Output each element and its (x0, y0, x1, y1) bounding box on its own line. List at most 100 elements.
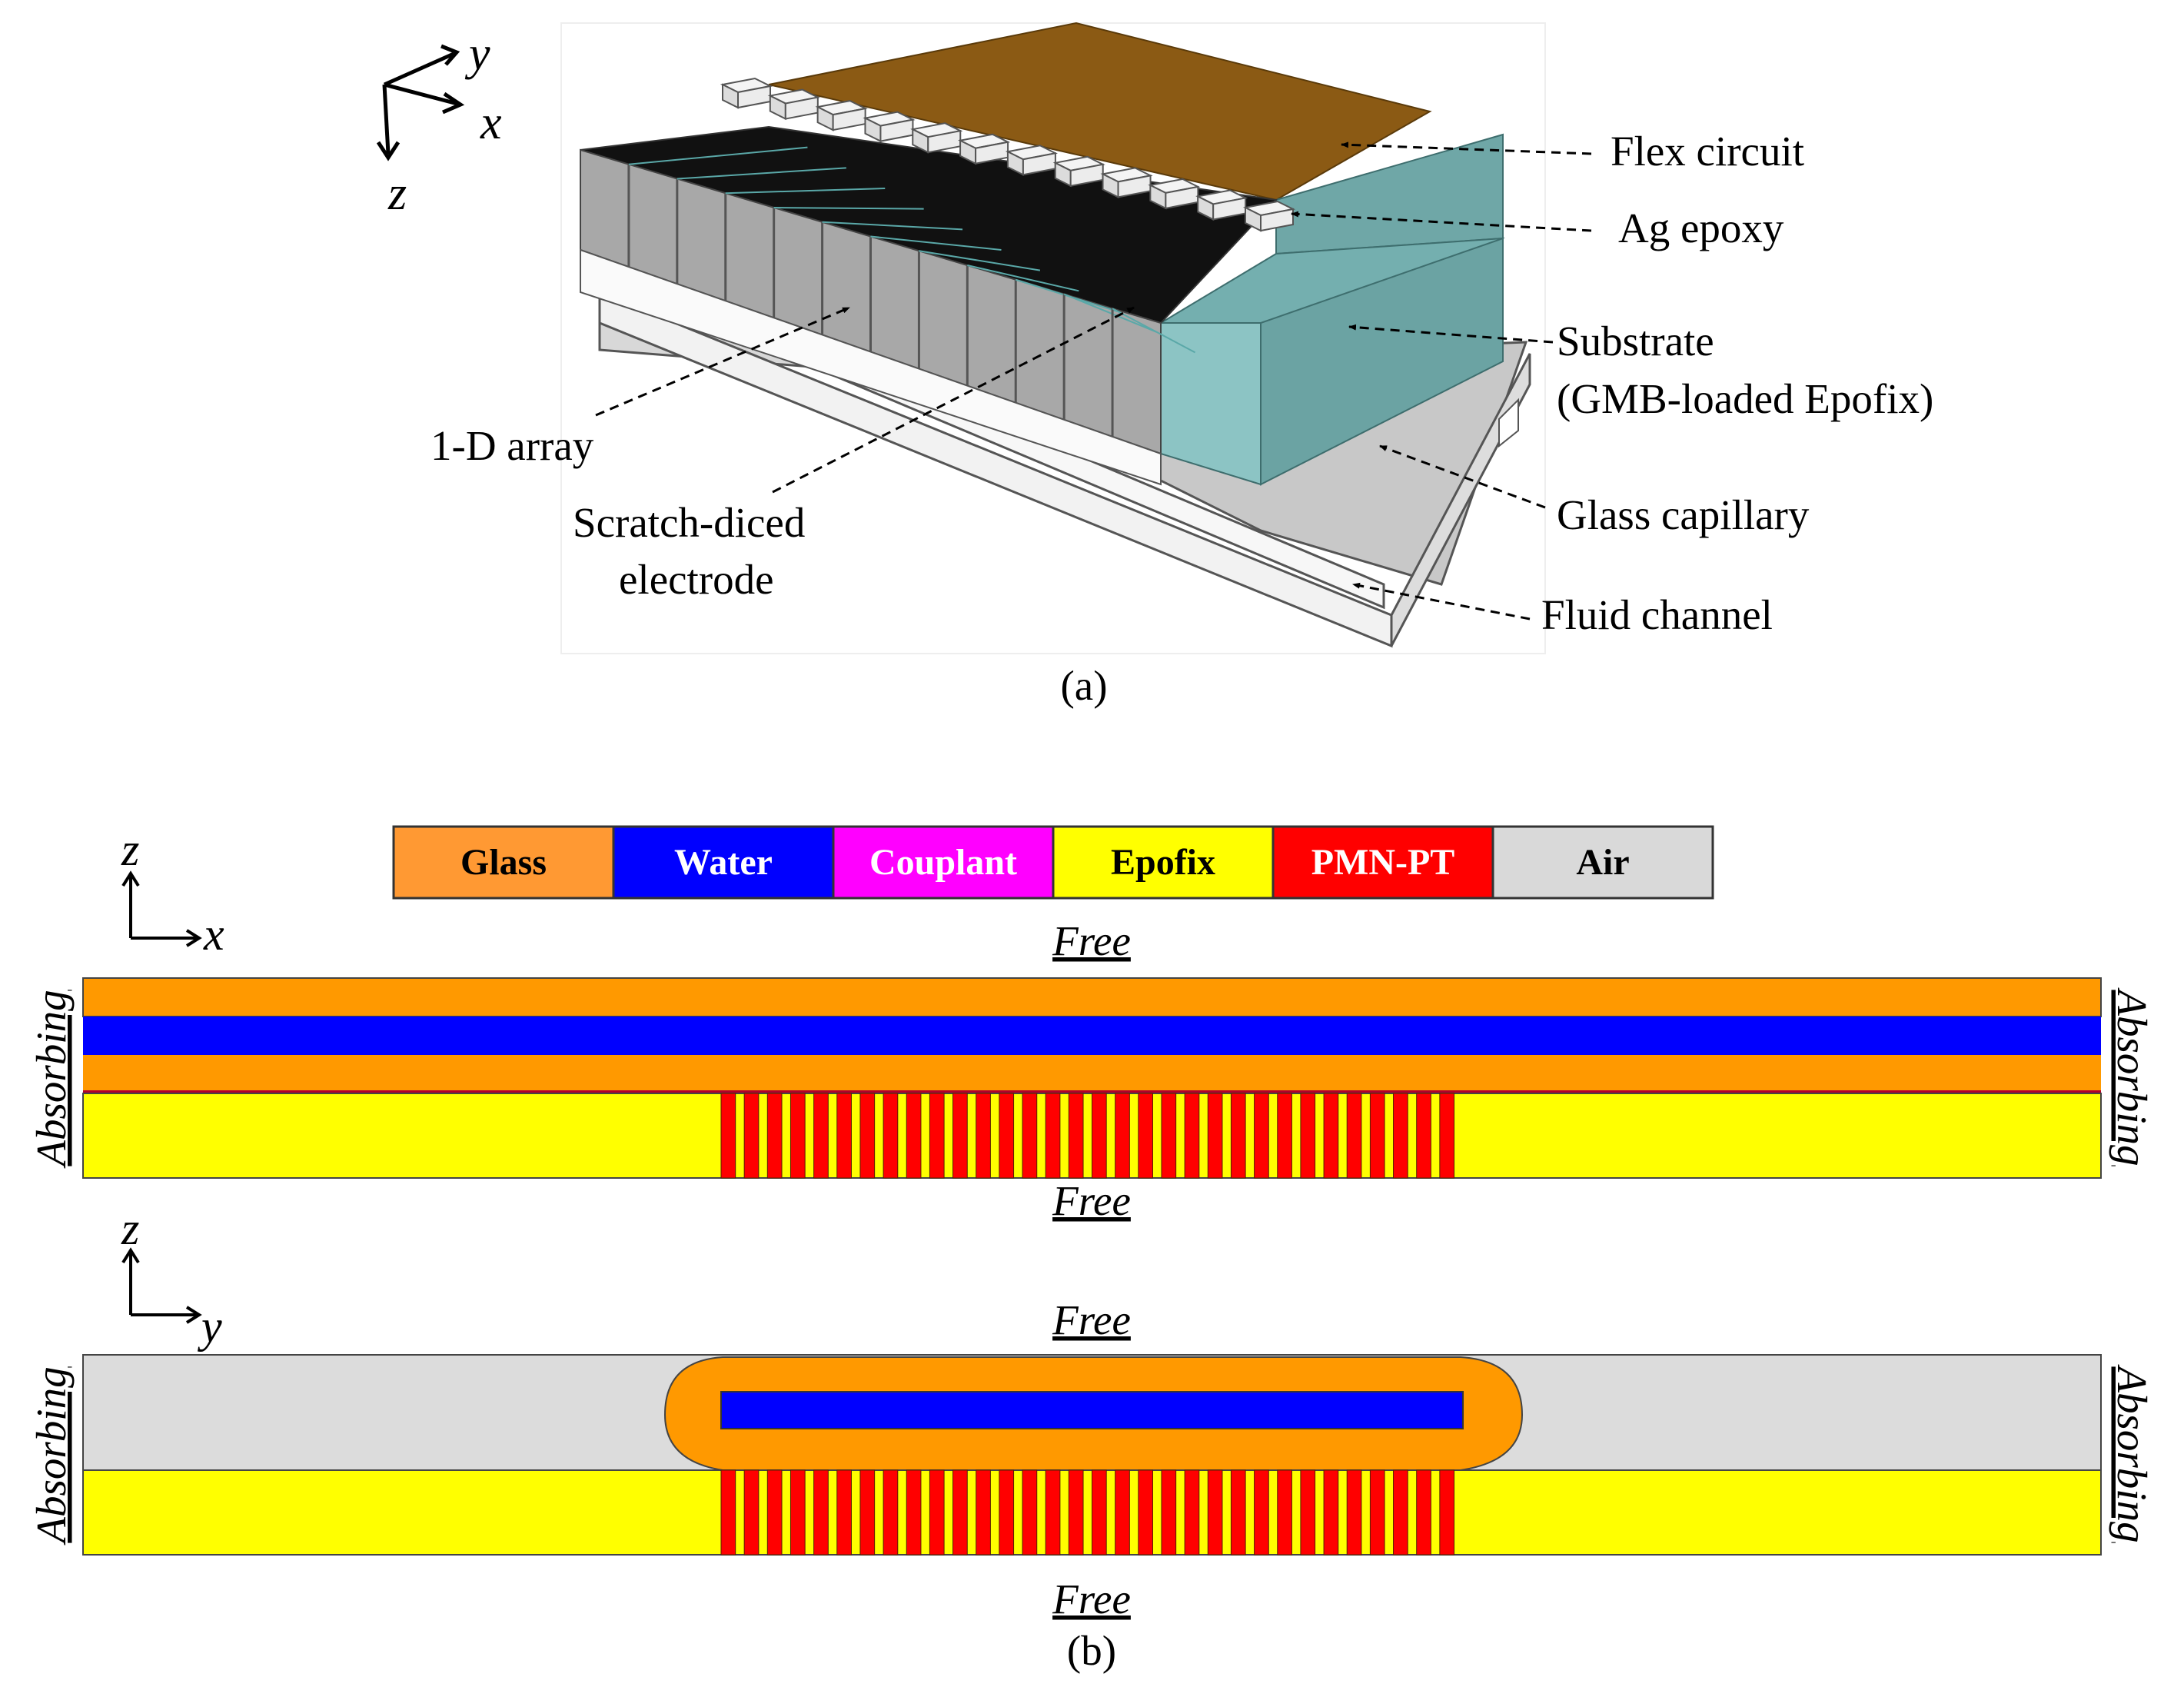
pmnpt-pillar (1022, 1469, 1038, 1556)
pmnpt-pillar (1138, 1469, 1154, 1556)
xz-axis-v-label: z (121, 824, 139, 875)
pmnpt-pillar (1369, 1093, 1385, 1179)
label-scratch-2: electrode (619, 556, 774, 603)
label-flex-circuit: Flex circuit (1611, 128, 1804, 175)
xz-water (83, 1017, 2101, 1055)
xz-couplant-line (83, 1090, 2101, 1093)
pmnpt-pillar (1022, 1093, 1038, 1179)
pmnpt-pillar (1416, 1093, 1431, 1179)
pmnpt-pillar (1138, 1093, 1154, 1179)
xz-boundary-top: Free (1052, 917, 1131, 964)
legend-label-glass: Glass (460, 842, 547, 883)
pmnpt-pillar (1346, 1469, 1362, 1556)
array-element-cuts (627, 146, 1196, 437)
caption-a: (a) (1060, 662, 1107, 709)
legend-swatch-air (1491, 825, 1714, 900)
pmnpt-pillar (1323, 1093, 1339, 1179)
pmnpt-pillar (1230, 1093, 1246, 1179)
legend-label-couplant: Couplant (869, 842, 1017, 883)
pmnpt-pillar (1092, 1093, 1107, 1179)
label-substrate-2: (GMB-loaded Epofix) (1557, 375, 1933, 422)
pmnpt-pillar (999, 1093, 1015, 1179)
pmnpt-pillar (789, 1469, 806, 1556)
pmnpt-pillar (1393, 1093, 1408, 1179)
electrode-scratch (919, 250, 1041, 271)
legend-swatch-water (612, 825, 835, 900)
pmnpt-pillar (1115, 1469, 1130, 1556)
legend-swatch-glass (392, 825, 615, 900)
pmnpt-pillar (720, 1469, 736, 1556)
pmnpt-pillar (976, 1093, 991, 1179)
panel-b-yz: z y Free Free Absorbing Absorbing (b) (28, 1203, 2156, 1674)
substrate-block (1159, 133, 1505, 486)
pmnpt-pillar (999, 1469, 1015, 1556)
electrode-scratch (870, 235, 1002, 251)
pmnpt-pillar (1230, 1469, 1246, 1556)
axis-x-label: x (480, 97, 502, 149)
panel-a: y x z (376, 22, 1933, 709)
pmnpt-pillar (1369, 1469, 1385, 1556)
pmnpt-pillar (1393, 1469, 1408, 1556)
pmnpt-pillar (1207, 1469, 1223, 1556)
label-substrate-1: Substrate (1557, 318, 1714, 364)
legend-swatch-couplant (832, 825, 1055, 900)
pmnpt-pillar (1207, 1093, 1223, 1179)
pmnpt-pillar (836, 1469, 852, 1556)
pmnpt-pillar (766, 1469, 783, 1556)
pmnpt-pillar (929, 1093, 945, 1179)
pmnpt-pillar (883, 1469, 899, 1556)
xz-glass-top (82, 977, 2102, 1017)
xz-glass-bottom (83, 1055, 2101, 1092)
pmnpt-pillar (1300, 1469, 1316, 1556)
yz-axis-v-label: z (121, 1203, 139, 1254)
pmnpt-pillar (906, 1093, 922, 1179)
pmnpt-pillar (766, 1093, 783, 1179)
pmnpt-pillar (1277, 1093, 1292, 1179)
legend-swatch-epofix (1052, 825, 1275, 900)
pmnpt-pillar (1161, 1469, 1177, 1556)
pmnpt-pillar (859, 1469, 876, 1556)
legend-label-pmn-pt: PMN-PT (1311, 842, 1455, 883)
panel-b-xz: z x Free Free Absorbing Absorbing (28, 824, 2156, 1224)
axis-triad-yz (121, 1247, 202, 1324)
xz-boundary-left: Absorbing (28, 990, 75, 1169)
pmnpt-pillar (789, 1093, 806, 1179)
pmnpt-pillar (1068, 1469, 1084, 1556)
pmnpt-pillar (1092, 1469, 1107, 1556)
pmnpt-pillar (1161, 1093, 1177, 1179)
pmnpt-pillar (929, 1469, 945, 1556)
caption-b: (b) (1067, 1627, 1116, 1674)
pmnpt-pillar (1346, 1093, 1362, 1179)
electrode-scratch (822, 221, 963, 231)
callout-arrows (595, 141, 1592, 621)
pmnpt-pillar (906, 1469, 922, 1556)
yz-axis-h-label: y (197, 1301, 222, 1352)
yz-boundary-right: Absorbing (2109, 1363, 2156, 1542)
pmnpt-pillar (1254, 1093, 1269, 1179)
pmnpt-pillar (952, 1093, 968, 1179)
yz-pmnpt-array (720, 1469, 1455, 1556)
flex-circuit (768, 22, 1432, 201)
electrode-scratch (773, 207, 924, 210)
axis-triad-xz (121, 870, 202, 947)
axis-y-label: y (464, 28, 490, 80)
pmnpt-pillar (976, 1469, 991, 1556)
ag-pad-front (1260, 208, 1294, 232)
label-scratch-1: Scratch-diced (573, 499, 805, 546)
pmnpt-pillar (1277, 1469, 1292, 1556)
yz-boundary-left: Absorbing (28, 1366, 75, 1546)
label-glass-capillary: Glass capillary (1557, 491, 1810, 538)
pmnpt-pillar (1416, 1469, 1431, 1556)
label-1d-array: 1-D array (430, 422, 594, 469)
label-ag-epoxy: Ag epoxy (1618, 205, 1784, 251)
axis-z-label: z (387, 168, 407, 220)
pmnpt-pillar (1254, 1469, 1269, 1556)
pmnpt-pillar (720, 1093, 736, 1179)
pmnpt-pillar (1439, 1469, 1455, 1556)
electrode-scratch (676, 167, 846, 180)
label-fluid-channel: Fluid channel (1541, 591, 1773, 638)
xz-axis-h-label: x (203, 909, 224, 960)
electrode-scratch (1112, 308, 1196, 354)
axis-triad-3d (376, 44, 465, 161)
